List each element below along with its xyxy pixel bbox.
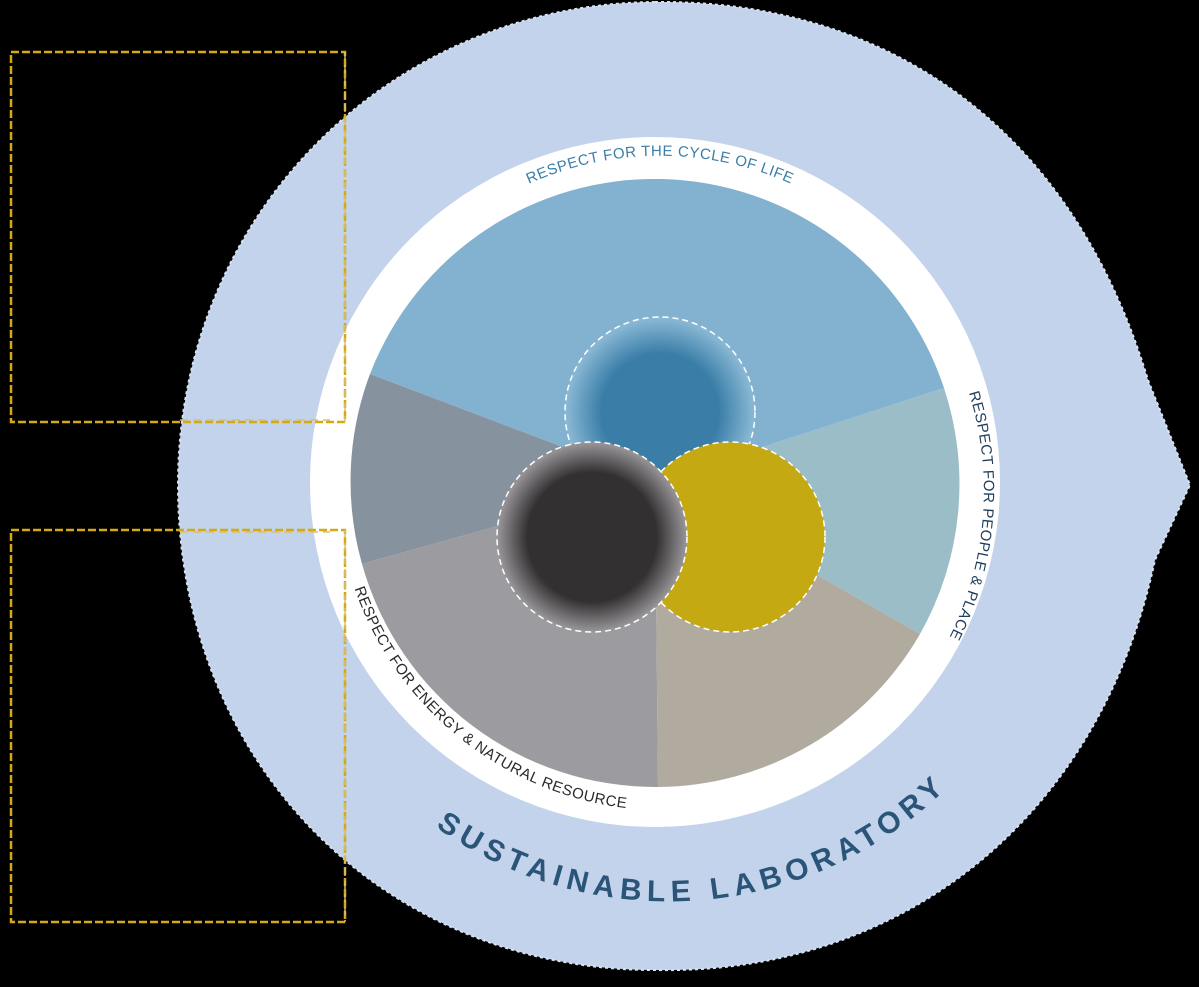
sector-left (350, 374, 655, 564)
circle-gold (634, 441, 826, 633)
circle-dark (496, 441, 688, 633)
